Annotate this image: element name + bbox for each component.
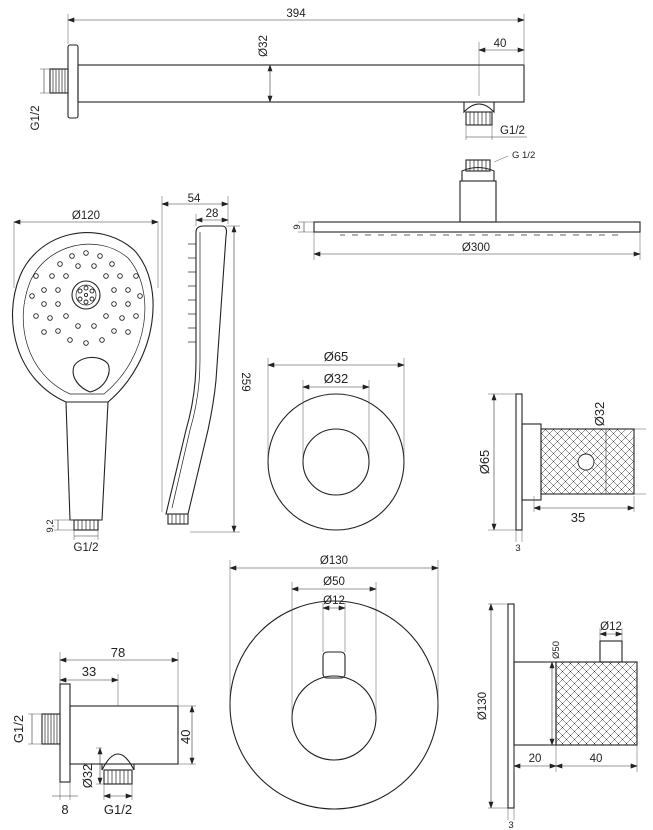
hand-depth-label: 54	[188, 193, 201, 205]
outlet-wall-flange	[59, 683, 71, 783]
diverter-knob	[540, 428, 635, 495]
hand-side-outline	[165, 225, 228, 515]
diverter-rosette-inner	[302, 428, 370, 496]
diverter-side-rosette-label: Ø65	[477, 450, 492, 475]
mixer-side-lever	[599, 640, 623, 663]
hand-shower-front-view: Ø120 9,2 G1/2	[12, 210, 159, 554]
diverter-outer-label: Ø65	[324, 349, 349, 364]
mixer-knurling	[556, 662, 637, 745]
outlet-body	[69, 705, 179, 765]
shower-arm-view: 394 Ø32 40 G1/2 G1/2	[30, 8, 527, 140]
hand-handle-depth-label: 28	[206, 208, 219, 220]
diverter-knurling	[541, 429, 634, 494]
outlet-height-label: 40	[178, 730, 193, 744]
mixer-side-rosette-label: Ø130	[477, 692, 489, 720]
diverter-knob-diameter-label: Ø32	[592, 402, 607, 427]
head-diameter-label: Ø300	[462, 242, 490, 254]
hand-spray-selector	[72, 356, 110, 393]
arm-outlet-nut	[463, 102, 495, 114]
outlet-total-label: 78	[111, 645, 125, 660]
mixer-lever-label: Ø12	[323, 595, 345, 607]
arm-outlet-thread-label: G1/2	[500, 125, 525, 137]
outlet-diameter-label: Ø32	[80, 764, 95, 789]
outlet-nut	[101, 753, 135, 771]
mixer-lever	[322, 651, 346, 679]
mixer-body-length-label: 40	[590, 753, 603, 765]
arm-wall-thread-label: G1/2	[30, 106, 42, 131]
hand-shower-side-view: 54 28 259	[161, 193, 251, 533]
outlet-wall-thread-label: G1/2	[11, 715, 26, 743]
diverter-knob-length-label: 35	[571, 510, 585, 525]
hand-side-nozzles	[188, 243, 196, 343]
outlet-position-label: 33	[82, 664, 96, 679]
diverter-rosette-thickness-label: 3	[515, 543, 520, 554]
head-thickness-label: 9	[292, 224, 303, 229]
diverter-knob-dot	[577, 453, 595, 471]
hand-head-inner-ring	[22, 243, 146, 395]
arm-offset-label: 40	[494, 38, 507, 50]
head-neck	[459, 180, 497, 223]
mixer-side-neck	[513, 661, 557, 746]
diverter-side-neck	[521, 423, 542, 501]
head-plate	[313, 221, 641, 233]
mixer-neck-label: 20	[529, 753, 542, 765]
arm-length-label: 394	[286, 8, 306, 20]
wall-outlet-view: 78 33 40 G1/2 8 Ø32 G1/2	[11, 645, 196, 817]
hand-centre-nozzles	[77, 285, 95, 305]
head-shower-view: G 1/2 9 Ø300	[292, 150, 641, 260]
mixer-side-view: Ø130 Ø50 Ø12 20 40 3	[477, 603, 638, 830]
diverter-inner-label: Ø32	[324, 371, 349, 386]
mixer-outer-label: Ø130	[320, 555, 348, 567]
arm-wall-flange	[67, 44, 79, 119]
arm-tube	[77, 64, 525, 103]
outlet-thread-label: G1/2	[104, 802, 132, 817]
mixer-rosette-outer	[229, 600, 439, 810]
hand-side-thread	[167, 513, 189, 525]
diverter-front-view: Ø65 Ø32	[267, 349, 405, 531]
mixer-body-label: Ø50	[323, 576, 345, 588]
mixer-body-side-label: Ø50	[551, 641, 562, 659]
mixer-side-body	[555, 661, 638, 746]
outlet-thread	[103, 769, 133, 785]
hand-centre-jets	[71, 280, 101, 310]
diverter-rosette-outer	[267, 393, 405, 531]
head-inlet-thread-label: G 1/2	[512, 150, 535, 161]
diverter-side-rosette	[515, 393, 523, 531]
hand-length-label: 259	[239, 372, 251, 391]
hand-spray-holes	[29, 250, 143, 346]
diverter-side-view: Ø65 Ø32 35 3	[477, 393, 646, 554]
outlet-flange-label: 8	[61, 802, 68, 817]
mixer-rosette-thickness-label: 3	[508, 820, 513, 830]
arm-diameter-label: Ø32	[258, 35, 270, 57]
mixer-body	[291, 675, 377, 761]
hand-diameter-label: Ø120	[72, 210, 100, 222]
mixer-side-rosette	[507, 603, 515, 809]
hand-thread-label: G1/2	[74, 542, 99, 554]
mixer-lever-side-label: Ø12	[600, 621, 622, 633]
mixer-front-view: Ø130 Ø50 Ø12	[229, 555, 439, 810]
arm-outlet-thread	[465, 111, 493, 126]
hand-head-outline	[12, 232, 154, 403]
head-inlet-nut	[461, 166, 495, 182]
hand-handle	[65, 401, 109, 521]
hand-thread-length-label: 9,2	[45, 519, 56, 532]
